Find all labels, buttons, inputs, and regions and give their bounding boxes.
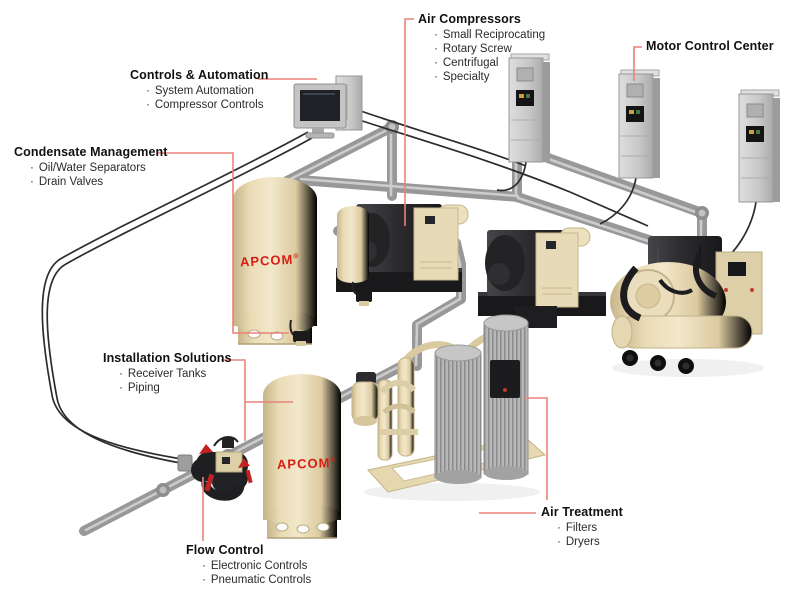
callout-line-air-treatment — [479, 397, 548, 514]
callout-item: Receiver Tanks — [119, 367, 232, 381]
callout-line-motor-control-center — [633, 46, 642, 81]
callout-item: Dryers — [557, 535, 623, 549]
tank-brand-label: APCOM® — [239, 251, 299, 270]
callout-item: Specialty — [434, 70, 545, 84]
callout-title: Installation Solutions — [103, 351, 232, 365]
callout-line-installation-solutions — [221, 359, 293, 441]
callout-item: Pneumatic Controls — [202, 573, 311, 587]
callout-title: Air Compressors — [418, 12, 521, 26]
callout-item: Electronic Controls — [202, 559, 311, 573]
callout-flow-control: Flow Control Electronic Controls Pneumat… — [186, 543, 311, 587]
callout-lines — [158, 18, 642, 541]
valve-handle — [238, 458, 250, 468]
callout-air-treatment: Air Treatment Filters Dryers — [541, 505, 623, 549]
callout-line-air-compressors — [404, 18, 414, 226]
callout-item: Centrifugal — [434, 56, 545, 70]
brand-text: APCOM — [239, 251, 294, 270]
drain-valve-tank-1 — [293, 331, 309, 342]
flow-control-valve — [177, 436, 253, 501]
inline-filter — [351, 372, 379, 426]
callout-item: Filters — [557, 521, 623, 535]
callout-installation-solutions: Installation Solutions Receiver Tanks Pi… — [103, 351, 232, 395]
centrifugal-compressor — [610, 236, 763, 374]
callout-line-condensate-management — [158, 152, 289, 334]
callout-motor-control-center: Motor Control Center — [646, 39, 774, 53]
callout-item: Small Reciprocating — [434, 28, 545, 42]
callout-item: Oil/Water Separators — [30, 161, 168, 175]
callout-condensate-management: Condensate Management Oil/Water Separato… — [14, 145, 168, 189]
control-cables — [41, 107, 757, 466]
tank-brand-label: APCOM® — [277, 455, 336, 472]
callout-item: Compressor Controls — [146, 98, 268, 112]
motor-control-panel-2 — [618, 69, 660, 179]
registered-mark: ® — [293, 253, 299, 261]
dryer-control-box — [490, 360, 520, 398]
callout-item: Piping — [119, 381, 232, 395]
registered-mark: ® — [330, 456, 336, 464]
valve-handle — [199, 444, 213, 454]
receiver-tank-2 — [263, 374, 341, 539]
desiccant-dryer-skid — [367, 314, 547, 493]
callout-title: Flow Control — [186, 543, 264, 557]
callout-title: Motor Control Center — [646, 39, 774, 53]
callout-item: System Automation — [146, 84, 268, 98]
callout-title: Air Treatment — [541, 505, 623, 519]
callout-title: Condensate Management — [14, 145, 168, 159]
brand-text: APCOM — [276, 455, 331, 473]
receiver-tank-1 — [233, 177, 317, 346]
callout-item: Drain Valves — [30, 175, 168, 189]
dryer-tower-1 — [434, 344, 482, 484]
motor-control-panel-3 — [738, 89, 780, 203]
rotary-screw-compressor-2 — [478, 227, 606, 316]
callout-title: Controls & Automation — [130, 68, 269, 82]
rotary-screw-compressor-1 — [336, 204, 469, 306]
callout-controls-automation: Controls & Automation System Automation … — [130, 68, 268, 112]
automation-monitor — [293, 75, 363, 139]
callout-air-compressors: Air Compressors Small Reciprocating Rota… — [418, 12, 545, 84]
callout-item: Rotary Screw — [434, 42, 545, 56]
air-oil-separator — [337, 206, 372, 306]
